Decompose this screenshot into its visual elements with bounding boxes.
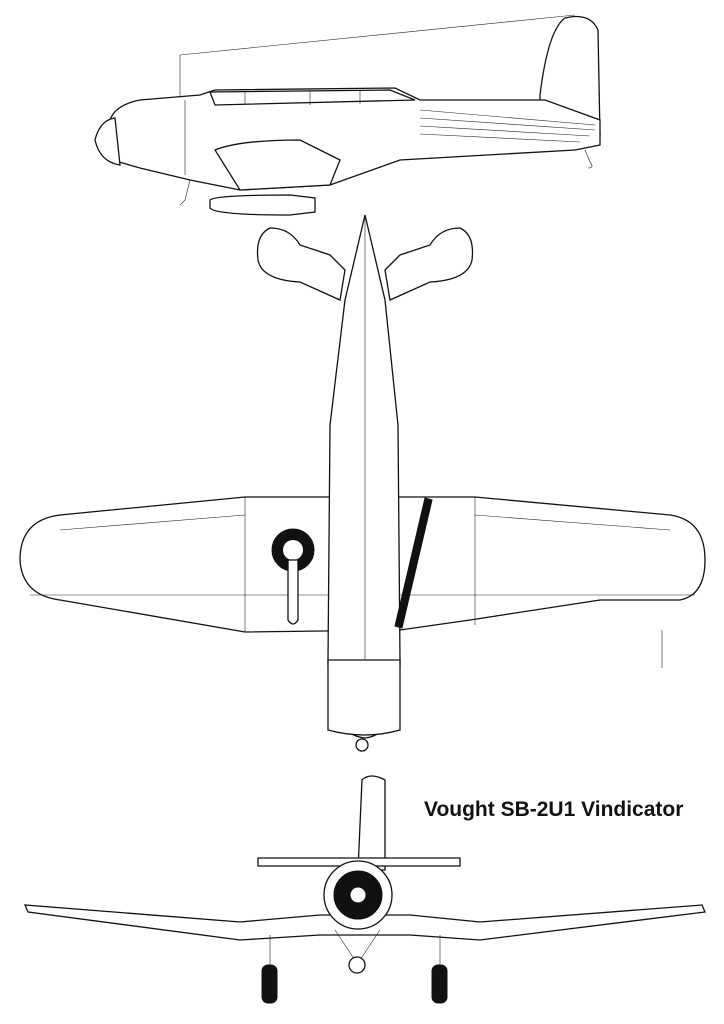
drawing-title: Vought SB-2U1 Vindicator: [424, 798, 684, 821]
wing-root-side: [214, 139, 341, 191]
bomb-top: [287, 559, 299, 625]
left-horizontal-stabilizer: [256, 227, 346, 301]
vertical-fin-front: [357, 775, 386, 871]
tail-wheel: [584, 149, 593, 169]
antenna-wire: [179, 14, 576, 56]
front-view: [23, 775, 706, 1004]
propeller-hub: [94, 117, 121, 166]
landing-gear-side: [179, 179, 191, 206]
bomb: [209, 194, 316, 216]
propeller-spinner: [355, 738, 369, 752]
bomb-crutch: [334, 929, 381, 961]
engine-cowling-top: [327, 659, 401, 736]
right-horizontal-stabilizer: [384, 227, 474, 301]
left-wheel: [261, 964, 278, 1004]
side-view: [94, 14, 601, 216]
dive-flap-shading: [394, 497, 433, 629]
bomb-front: [348, 956, 366, 974]
canopy: [209, 89, 416, 106]
fuselage-side: [109, 87, 601, 191]
top-view: [19, 214, 706, 752]
right-wheel: [431, 964, 448, 1004]
